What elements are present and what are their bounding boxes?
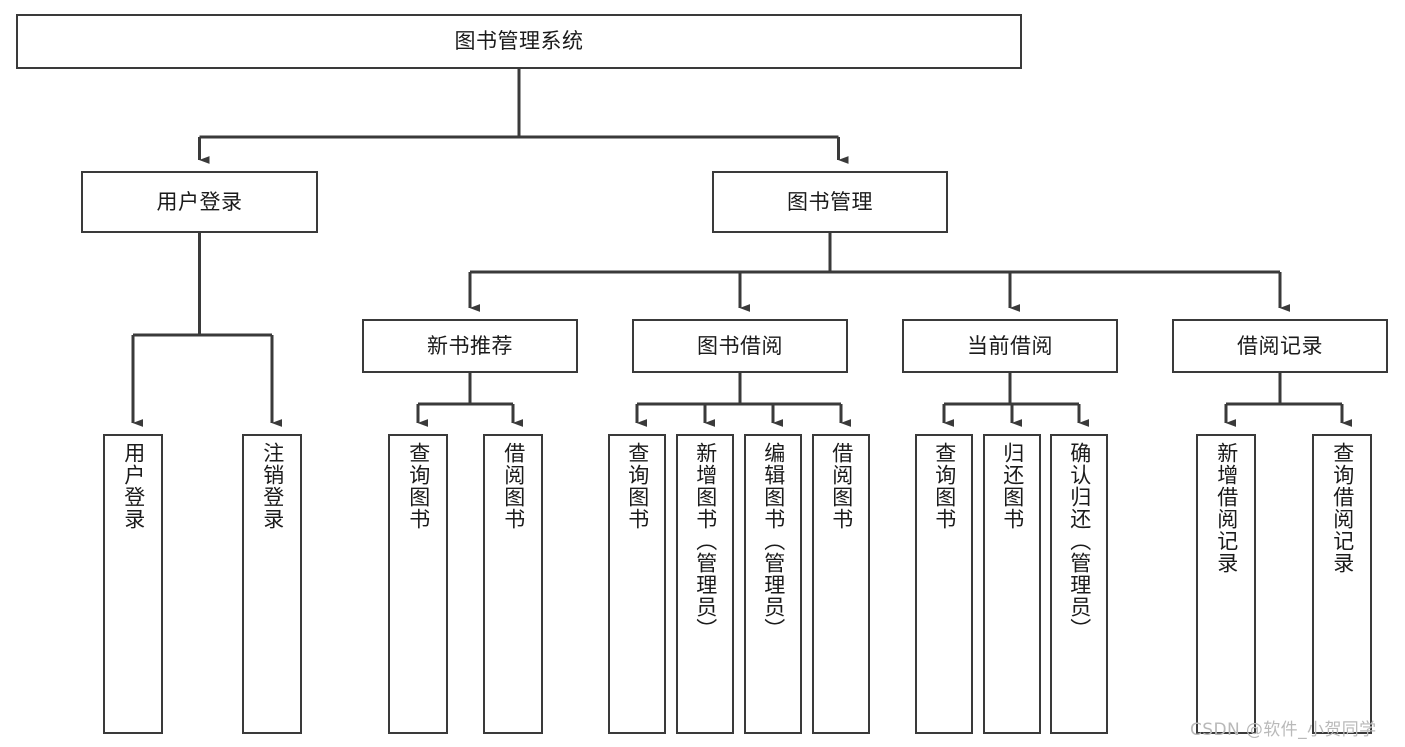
node-leaf-borrow-edit-book-label: 编辑图书（管理员） — [761, 442, 786, 640]
node-leaf-record-query-label: 查询借阅记录 — [1330, 442, 1355, 574]
node-leaf-borrow-borrow-book[interactable]: 借阅图书 — [812, 434, 870, 734]
node-leaf-user-login-label: 用户登录 — [121, 442, 146, 530]
node-leaf-rec-borrow-book-label: 借阅图书 — [501, 442, 526, 530]
edge-root-to-level2 — [198, 69, 849, 164]
node-leaf-rec-query-book-label: 查询图书 — [406, 442, 431, 530]
node-leaf-current-query-book-label: 查询图书 — [932, 442, 957, 530]
node-book-borrow[interactable]: 图书借阅 — [632, 319, 848, 373]
csdn-watermark: CSDN @软件_小贺同学 — [1190, 720, 1377, 740]
node-leaf-current-confirm-return[interactable]: 确认归还（管理员） — [1050, 434, 1108, 734]
node-leaf-rec-query-book[interactable]: 查询图书 — [388, 434, 448, 734]
node-leaf-borrow-edit-book[interactable]: 编辑图书（管理员） — [744, 434, 802, 734]
node-root-label: 图书管理系统 — [454, 29, 584, 54]
node-leaf-borrow-query-book-label: 查询图书 — [625, 442, 650, 530]
edge-currentborrow-to-leaves — [942, 373, 1090, 427]
edge-borrowrecord-to-leaves — [1224, 373, 1353, 427]
node-leaf-user-logout-label: 注销登录 — [260, 442, 285, 530]
node-leaf-rec-borrow-book[interactable]: 借阅图书 — [483, 434, 543, 734]
node-new-book-rec-label: 新书推荐 — [427, 333, 513, 358]
node-leaf-current-return-book-label: 归还图书 — [1000, 442, 1025, 530]
node-book-manage-label: 图书管理 — [787, 189, 873, 214]
node-borrow-record[interactable]: 借阅记录 — [1172, 319, 1388, 373]
node-leaf-user-logout[interactable]: 注销登录 — [242, 434, 302, 734]
edge-newbookrec-to-leaves — [416, 373, 524, 427]
node-leaf-user-login[interactable]: 用户登录 — [103, 434, 163, 734]
node-leaf-borrow-query-book[interactable]: 查询图书 — [608, 434, 666, 734]
edge-userlogin-to-leaves — [131, 233, 283, 427]
node-root[interactable]: 图书管理系统 — [16, 14, 1022, 69]
node-leaf-borrow-add-book-label: 新增图书（管理员） — [693, 442, 718, 640]
node-user-login-label: 用户登录 — [156, 189, 243, 214]
node-leaf-borrow-add-book[interactable]: 新增图书（管理员） — [676, 434, 734, 734]
node-leaf-current-return-book[interactable]: 归还图书 — [983, 434, 1041, 734]
node-leaf-current-confirm-return-label: 确认归还（管理员） — [1067, 442, 1092, 640]
edge-bookmanage-to-level3 — [468, 233, 1291, 312]
node-book-borrow-label: 图书借阅 — [697, 333, 783, 358]
node-new-book-rec[interactable]: 新书推荐 — [362, 319, 578, 373]
node-borrow-record-label: 借阅记录 — [1237, 333, 1323, 358]
node-user-login[interactable]: 用户登录 — [81, 171, 318, 233]
node-leaf-record-query[interactable]: 查询借阅记录 — [1312, 434, 1372, 734]
node-current-borrow-label: 当前借阅 — [967, 333, 1053, 358]
node-current-borrow[interactable]: 当前借阅 — [902, 319, 1118, 373]
node-leaf-record-add-label: 新增借阅记录 — [1214, 442, 1239, 574]
node-leaf-current-query-book[interactable]: 查询图书 — [915, 434, 973, 734]
node-leaf-borrow-borrow-book-label: 借阅图书 — [829, 442, 854, 530]
node-leaf-record-add[interactable]: 新增借阅记录 — [1196, 434, 1256, 734]
edge-bookborrow-to-leaves — [635, 373, 852, 427]
node-book-manage[interactable]: 图书管理 — [712, 171, 948, 233]
